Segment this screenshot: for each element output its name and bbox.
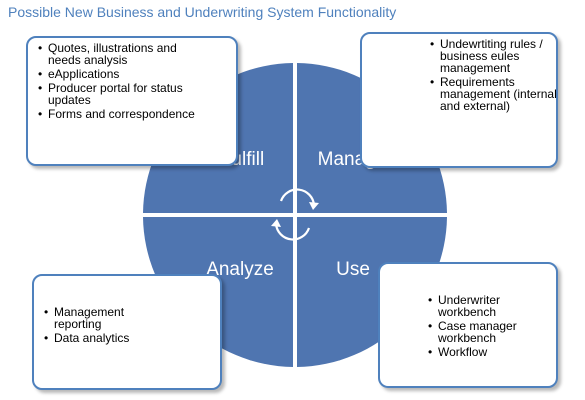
list-item: Data analytics: [44, 332, 164, 344]
fulfill-list: Quotes, illustrations and needs analysis…: [34, 42, 232, 120]
list-item: Undewrtiting rules / business eules mana…: [430, 38, 568, 74]
quadrant-label-analyze: Analyze: [206, 259, 274, 280]
list-item: Underwriter workbench: [428, 294, 538, 318]
analyze-list: Management reporting Data analytics: [40, 306, 216, 344]
cycle-arrows-icon: [271, 188, 319, 241]
manage-list: Undewrtiting rules / business eules mana…: [426, 38, 557, 112]
list-item: Case manager workbench: [428, 320, 538, 344]
list-item: Requirements management (internal and ex…: [430, 76, 568, 112]
use-box: Underwriter workbench Case manager workb…: [378, 262, 558, 388]
list-item: Management reporting: [44, 306, 164, 330]
fulfill-box: Quotes, illustrations and needs analysis…: [26, 36, 238, 166]
manage-box: Undewrtiting rules / business eules mana…: [360, 32, 558, 168]
list-item: Workflow: [428, 346, 538, 358]
list-item: Forms and correspondence: [38, 108, 204, 120]
list-item: Quotes, illustrations and needs analysis: [38, 42, 204, 66]
analyze-box: Management reporting Data analytics: [32, 274, 222, 390]
use-list: Underwriter workbench Case manager workb…: [424, 294, 552, 358]
quadrant-label-use: Use: [336, 259, 370, 280]
quadrant-use: [297, 217, 447, 367]
page-title: Possible New Business and Underwriting S…: [8, 4, 397, 20]
list-item: eApplications: [38, 68, 204, 80]
list-item: Producer portal for status updates: [38, 82, 204, 106]
